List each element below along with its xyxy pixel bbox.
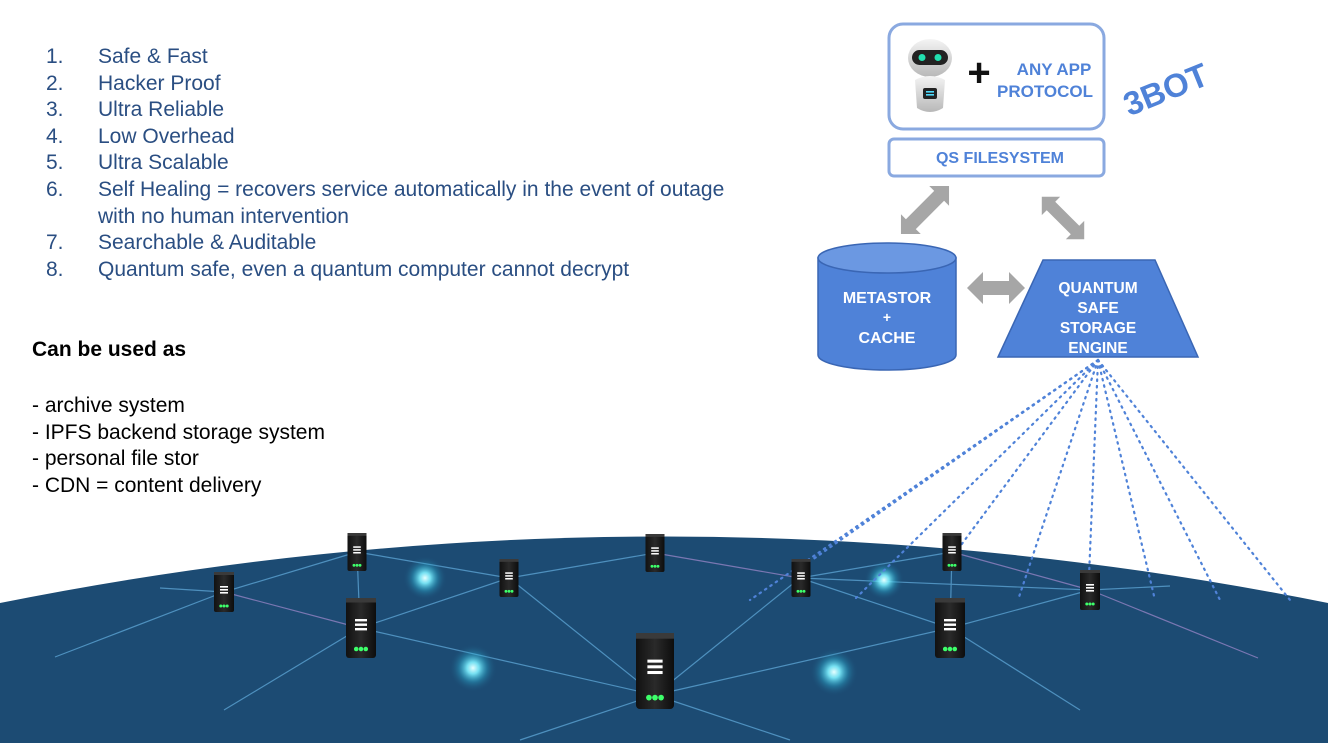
glow-node-icon xyxy=(810,648,858,696)
feature-item: 5.Ultra Scalable xyxy=(46,151,229,175)
engine-links xyxy=(748,358,1292,602)
engine-label-line4: ENGINE xyxy=(1068,340,1127,357)
usage-item: - personal file stor xyxy=(32,447,199,470)
server-icon xyxy=(1080,570,1100,610)
server-icon xyxy=(942,533,962,571)
usage-item: - archive system xyxy=(32,394,185,417)
metastor-label-line3: CACHE xyxy=(859,330,916,347)
glow-node-icon xyxy=(449,644,497,692)
app-label-line2: PROTOCOL xyxy=(997,82,1093,101)
storage-engine-shape: QUANTUM SAFE STORAGE ENGINE xyxy=(996,259,1200,358)
usage-item: - IPFS backend storage system xyxy=(32,420,325,444)
app-label-line1: ANY APP xyxy=(1017,60,1092,79)
brand-label: 3BOT xyxy=(1118,56,1213,123)
metastor-label-line2: + xyxy=(883,309,891,325)
usage-list: - archive system - IPFS backend storage … xyxy=(32,393,325,499)
server-icon xyxy=(935,598,965,658)
server-icon xyxy=(346,598,376,658)
double-arrow-icon xyxy=(967,272,1025,304)
server-icon xyxy=(645,534,665,572)
engine-label-line2: SAFE xyxy=(1077,300,1118,317)
server-icon xyxy=(214,572,234,612)
metastor-cache-cylinder: METASTOR + CACHE xyxy=(817,242,957,371)
feature-list: 1.Safe & Fast 2.Hacker Proof 3.Ultra Rel… xyxy=(46,44,724,283)
feature-item: 1.Safe & Fast xyxy=(46,45,208,68)
double-arrow-icon xyxy=(900,185,950,235)
engine-label-line3: STORAGE xyxy=(1060,320,1136,337)
feature-item: 6.Self Healing = recovers service automa… xyxy=(46,177,725,228)
feature-item: 4.Low Overhead xyxy=(46,124,235,148)
server-icon xyxy=(791,559,811,597)
feature-item: 3.Ultra Reliable xyxy=(46,98,225,122)
server-icon xyxy=(499,559,519,597)
glow-node-icon xyxy=(864,560,904,600)
filesystem-label: QS FILESYSTEM xyxy=(936,150,1064,167)
usage-title: Can be used as xyxy=(32,338,187,361)
robot-icon xyxy=(908,39,952,112)
glow-node-icon xyxy=(403,556,447,600)
feature-item: 7.Searchable & Auditable xyxy=(46,231,317,255)
app-protocol-box: + ANY APP PROTOCOL xyxy=(887,22,1106,131)
qs-filesystem-box: QS FILESYSTEM xyxy=(887,137,1106,178)
plus-icon: + xyxy=(967,51,990,95)
server-icon xyxy=(347,533,367,571)
server-icon xyxy=(636,633,674,709)
feature-item: 2.Hacker Proof xyxy=(46,71,221,95)
glow-nodes xyxy=(403,556,904,696)
metastor-label-line1: METASTOR xyxy=(843,290,932,307)
network-lines xyxy=(54,551,1259,741)
engine-label-line1: QUANTUM xyxy=(1058,280,1137,297)
usage-item: - CDN = content delivery xyxy=(32,473,262,497)
feature-item: 8.Quantum safe, even a quantum computer … xyxy=(46,257,630,281)
double-arrow-icon xyxy=(1041,196,1085,240)
